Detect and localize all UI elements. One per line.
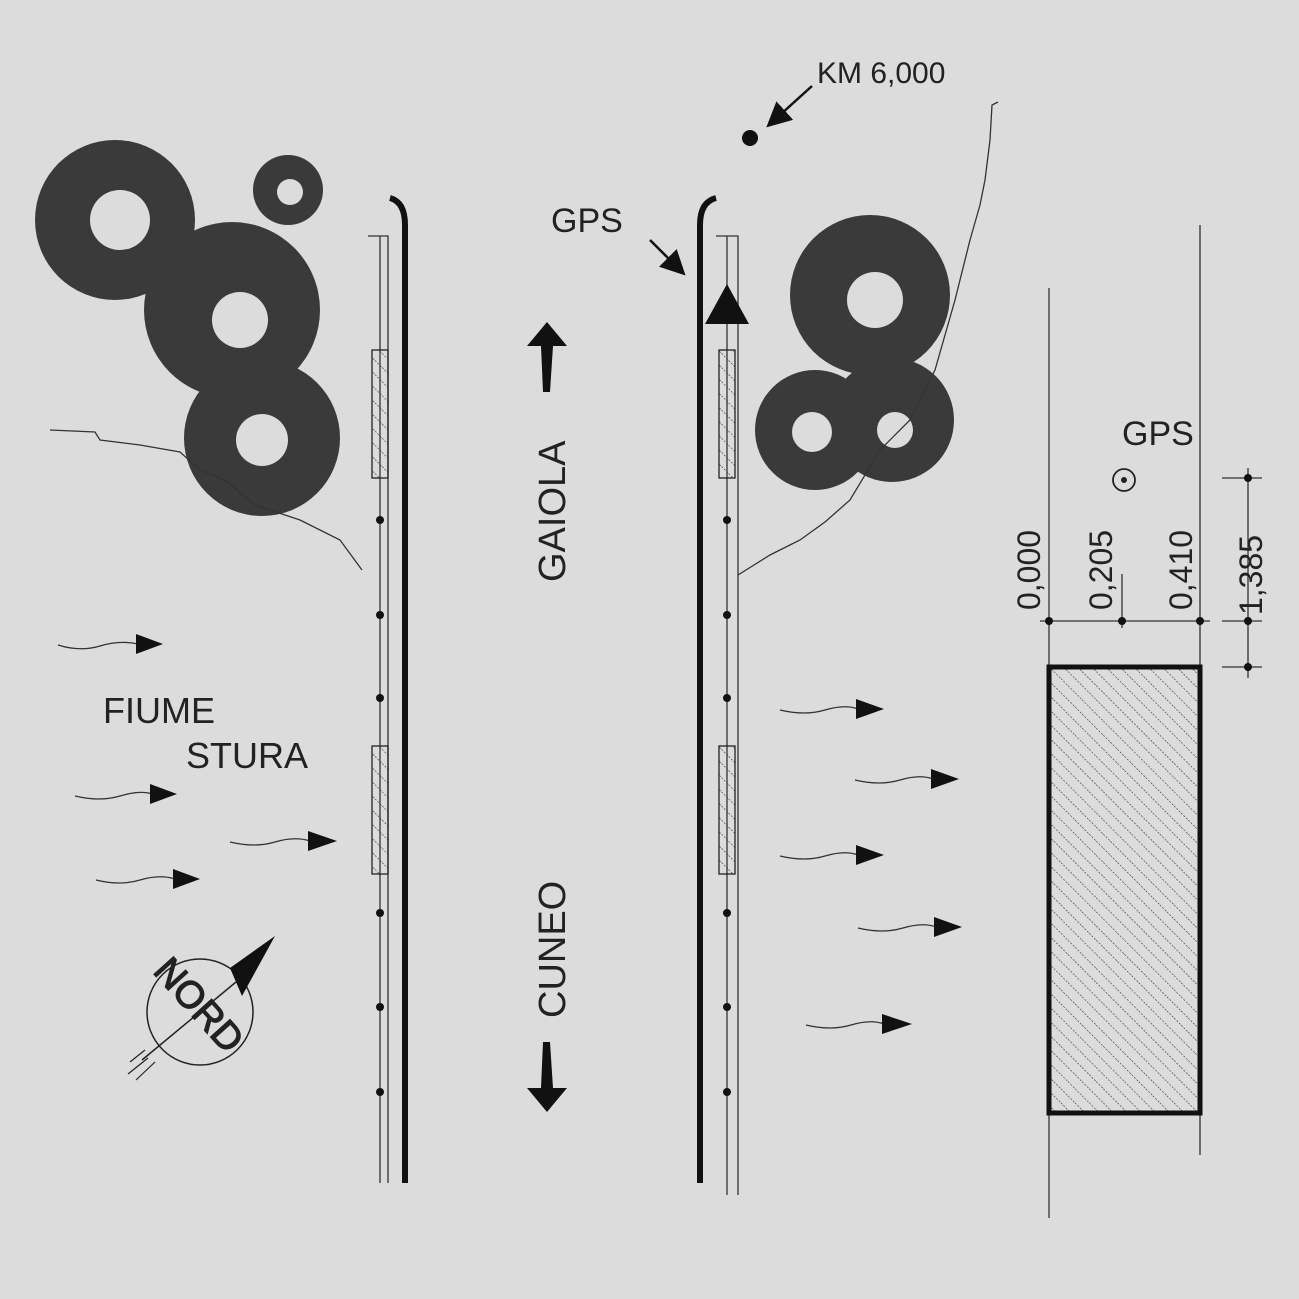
arrow-up-icon: [527, 322, 567, 392]
flow-arrows-left: [57, 641, 311, 884]
km-point-marker: [742, 130, 758, 146]
gps-leader-arrow: [649, 239, 686, 276]
dim-0-000: 0,000: [1011, 530, 1047, 610]
section-detail: [1040, 225, 1262, 1218]
terrain-line-left: [49, 429, 363, 571]
flow-arrowheads-left: [136, 634, 337, 889]
trees-right: [755, 215, 954, 490]
north-compass-icon: [127, 936, 275, 1081]
trees-left: [35, 140, 340, 516]
arrow-down-icon: [527, 1042, 567, 1112]
direction-cuneo-label: CUNEO: [532, 881, 574, 1018]
km-label: KM 6,000: [817, 57, 945, 90]
flow-arrowheads-right: [856, 699, 962, 1034]
gps-target-icon: [1112, 468, 1136, 492]
km-leader-arrow: [766, 85, 813, 128]
dim-0-410: 0,410: [1163, 530, 1199, 610]
road-edge-left: [368, 195, 408, 1183]
river-label-line2: STURA: [186, 735, 308, 776]
dim-1-385: 1,385: [1233, 535, 1269, 615]
gps-triangle-marker: [705, 284, 749, 324]
gps-section-label: GPS: [1122, 415, 1194, 453]
gps-top-label: GPS: [551, 202, 623, 240]
dim-0-205: 0,205: [1083, 530, 1119, 610]
direction-gaiola-label: GAIOLA: [532, 440, 574, 582]
flow-arrows-right: [779, 706, 937, 1029]
terrain-line-right: [737, 101, 999, 576]
river-label-line1: FIUME: [103, 690, 215, 731]
road-edge-right: [697, 195, 739, 1195]
